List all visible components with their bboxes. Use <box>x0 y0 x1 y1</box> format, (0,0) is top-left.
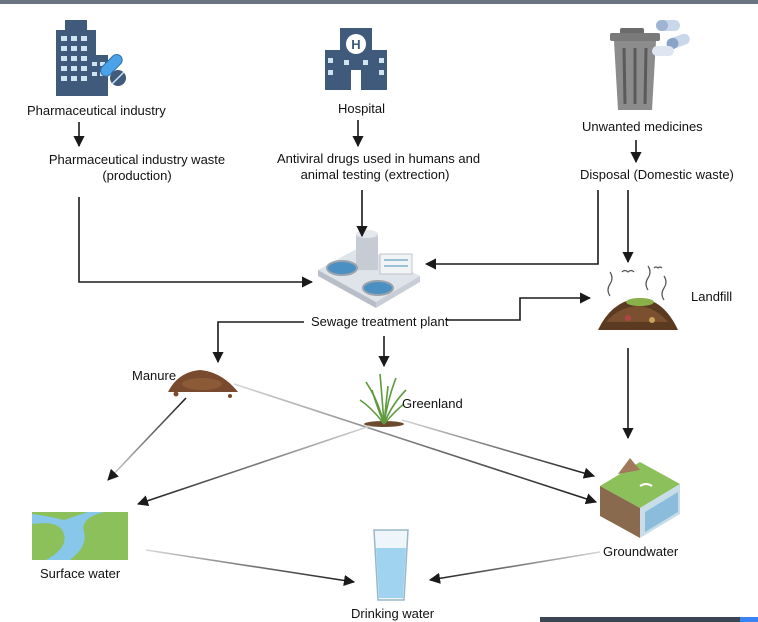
arrow-manure-to-surface <box>107 397 187 481</box>
arrow-surface-to-drinking <box>145 549 356 587</box>
arrow-waste-to-sewage <box>78 197 314 288</box>
label-pharmaceutical-waste-line1: Pharmaceutical industry waste <box>48 152 226 167</box>
grass-tuft-icon <box>359 373 407 427</box>
label-surface-water: Surface water <box>40 566 121 581</box>
label-drinking-water: Drinking water <box>351 606 435 621</box>
arrow-disposal-to-sewage <box>424 190 599 270</box>
trash-can-with-pills-icon <box>610 20 690 110</box>
arrow-greenland-to-groundwater <box>401 419 596 479</box>
landfill-icon <box>598 265 678 330</box>
label-antiviral-line1: Antiviral drugs used in humans and <box>277 151 481 166</box>
label-pharmaceutical-waste: Pharmaceutical industry waste (productio… <box>28 152 246 184</box>
bottom-bar <box>540 617 758 622</box>
factory-with-pills-icon <box>56 20 126 96</box>
label-antiviral-drugs: Antiviral drugs used in humans and anima… <box>277 151 481 183</box>
label-sewage-plant: Sewage treatment plant <box>311 314 449 329</box>
arrow-groundwater-to-drinking <box>428 551 601 584</box>
soil-block-icon <box>600 458 680 538</box>
manure-pile-icon <box>168 370 238 398</box>
label-hospital: Hospital <box>338 101 385 116</box>
sewage-plant-icon <box>318 230 420 308</box>
label-pharmaceutical-industry: Pharmaceutical industry <box>27 103 166 118</box>
arrow-sewage-to-landfill <box>446 292 592 321</box>
arrow-greenland-to-surface <box>136 425 371 507</box>
bottom-bar-accent <box>740 617 758 622</box>
river-landscape-icon <box>32 512 128 560</box>
svg-text:H: H <box>351 37 360 52</box>
water-glass-icon <box>373 529 409 601</box>
label-greenland: Greenland <box>402 396 463 411</box>
label-landfill: Landfill <box>691 289 733 304</box>
hospital-building-icon: H <box>325 28 387 90</box>
label-disposal: Disposal (Domestic waste) <box>580 167 734 182</box>
flow-arrows <box>73 120 642 587</box>
label-manure: Manure <box>132 368 177 383</box>
top-border <box>0 0 758 4</box>
label-antiviral-line2: animal testing (extrection) <box>300 167 450 182</box>
arrow-manure-to-groundwater <box>233 383 598 505</box>
arrow-sewage-to-manure <box>212 321 304 364</box>
label-unwanted-medicines: Unwanted medicines <box>582 119 703 134</box>
label-pharmaceutical-waste-line2: (production) <box>102 168 172 183</box>
label-groundwater: Groundwater <box>603 544 679 559</box>
